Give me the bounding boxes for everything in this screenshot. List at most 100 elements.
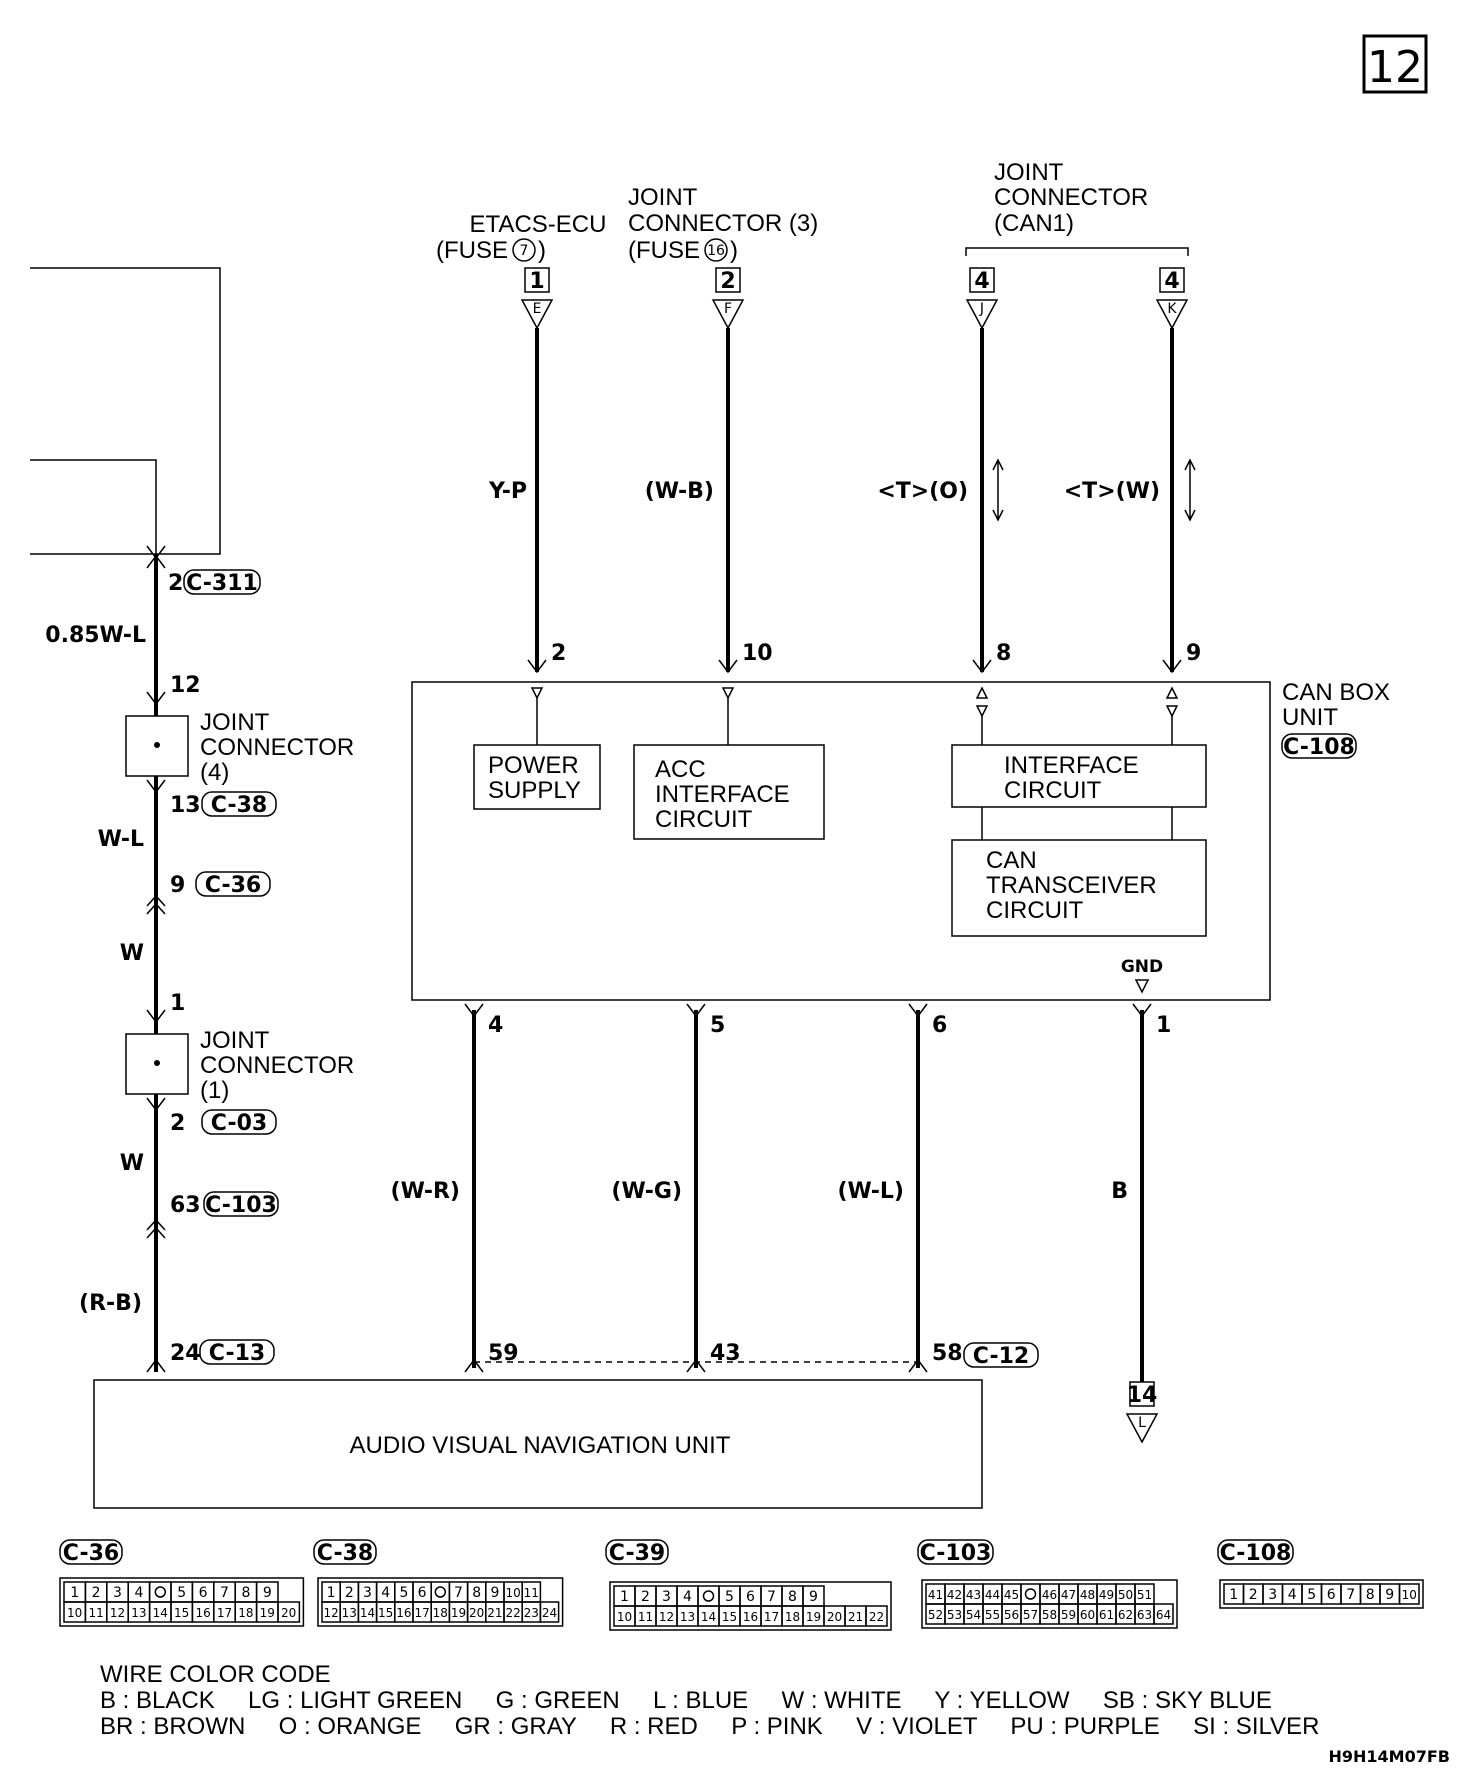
- connector-pin-label: 60: [1080, 1608, 1095, 1622]
- transceiver-label-2: TRANSCEIVER: [986, 872, 1157, 899]
- connector-pin-label: 59: [1061, 1608, 1076, 1622]
- wire-t-w-label: <T>(W): [1064, 479, 1160, 504]
- joint3-connector-label: CONNECTOR (3): [628, 210, 818, 237]
- connector-pin-label: 5: [1307, 1587, 1316, 1603]
- connector-pin-label: 15: [174, 1606, 189, 1620]
- power-supply-box: [473, 744, 601, 810]
- connector-pin-label: 18: [238, 1606, 253, 1620]
- ground-ref-letter: L: [1138, 1415, 1146, 1431]
- can-box-unit-label: UNIT: [1282, 704, 1338, 731]
- interface-label-2: CIRCUIT: [1004, 777, 1102, 804]
- connector-key-icon: [702, 1590, 715, 1602]
- connector-cell: [277, 1601, 301, 1623]
- connector-pin-label: 2: [345, 1585, 354, 1601]
- c103-pin: 63: [170, 1193, 201, 1218]
- c13-label: C-13: [209, 1341, 265, 1366]
- connector-pin-label: 55: [985, 1608, 1000, 1622]
- diagram-code: H9H14M07FB: [1329, 1747, 1451, 1766]
- connector-pin-label: 53: [947, 1608, 962, 1622]
- transceiver-label-1: CAN: [986, 847, 1037, 874]
- connector-pin-label: 21: [487, 1606, 502, 1620]
- c311-label: C-311: [186, 571, 258, 596]
- connector-pin-label: 56: [1004, 1608, 1019, 1622]
- connector-pin-label: 4: [381, 1585, 390, 1601]
- connector-pin-label: 5: [177, 1585, 186, 1601]
- acc-label-3: CIRCUIT: [655, 806, 753, 833]
- connector-pin-label: 6: [199, 1585, 208, 1601]
- c311-pin: 2: [168, 571, 183, 596]
- j4-label-3: (4): [200, 759, 229, 786]
- connector-pin-label: 9: [263, 1585, 272, 1601]
- pin-8-label: 8: [996, 641, 1011, 666]
- transceiver-label-3: CIRCUIT: [986, 897, 1084, 924]
- top-connector-2-num: 2: [720, 269, 735, 294]
- top-connector-1: 1 E: [520, 267, 554, 330]
- connector-pin-label: 62: [1118, 1608, 1133, 1622]
- connector-pin-label: 1: [327, 1585, 336, 1601]
- connector-pin-label: 58: [1042, 1608, 1057, 1622]
- connector-pin-label: 4: [134, 1585, 143, 1601]
- connector-pin-label: 54: [966, 1608, 981, 1622]
- pin-2-label: 2: [551, 641, 566, 666]
- source-etacs: ETACS-ECU (FUSE 7 ): [436, 211, 606, 264]
- c03-label: C-03: [211, 1111, 267, 1136]
- acc-label-1: ACC: [655, 756, 706, 783]
- connector-pin-label: 7: [1346, 1587, 1355, 1603]
- connector-pin-label: 13: [131, 1606, 146, 1620]
- connector-pin-label: 63: [1137, 1608, 1152, 1622]
- connector-cell: [1398, 1583, 1420, 1605]
- connector-pin-label: 12: [110, 1606, 125, 1620]
- connector-cell: [430, 1581, 451, 1603]
- connector-view-label: C-38: [317, 1541, 373, 1566]
- connector-pin-label: 2: [1249, 1587, 1258, 1603]
- connector-pin-label: 61: [1099, 1608, 1114, 1622]
- av-connector: C-12: [973, 1344, 1029, 1369]
- top-connector-4-num: 4: [1164, 269, 1179, 294]
- pin-4-label: 4: [488, 1013, 503, 1038]
- connector-pin-label: 15: [378, 1606, 393, 1620]
- connector-pin-label: 15: [722, 1610, 737, 1624]
- connector-pin-label: 14: [153, 1606, 168, 1620]
- wire-t-o-label: <T>(O): [877, 479, 968, 504]
- connector-pin-label: 20: [281, 1606, 296, 1620]
- connector-pin-label: 51: [1137, 1588, 1152, 1602]
- top-connector-2: 2 F: [711, 267, 745, 330]
- acc-label-2: INTERFACE: [655, 781, 790, 808]
- power-supply-label-1: POWER: [488, 752, 579, 779]
- j1-label-3: (1): [200, 1077, 229, 1104]
- connector-pin-label: 22: [869, 1610, 884, 1624]
- connector-pin-label: 19: [260, 1606, 275, 1620]
- top-connector-2-letter: F: [724, 301, 732, 317]
- connector-cell: [1153, 1603, 1174, 1625]
- connector-pin-label: 23: [524, 1606, 539, 1620]
- connector-pin-label: 20: [827, 1610, 842, 1624]
- av-pin-43: 43: [710, 1341, 741, 1366]
- connector-pin-label: 17: [414, 1606, 429, 1620]
- connector-key-icon: [1024, 1588, 1037, 1600]
- j4-label-1: JOINT: [200, 709, 270, 736]
- wire-color-code: WIRE COLOR CODE B : BLACK LG : LIGHT GRE…: [100, 1661, 1319, 1740]
- page-number: 12: [1367, 42, 1423, 93]
- j1-label-2: CONNECTOR: [200, 1052, 354, 1079]
- connector-pin-label: 24: [542, 1606, 557, 1620]
- pin-1-label: 1: [1156, 1013, 1171, 1038]
- pin-10-label: 10: [742, 641, 773, 666]
- connector-pin-label: 1: [620, 1589, 629, 1605]
- connector-pin-label: 22: [505, 1606, 520, 1620]
- connector-pin-label: 19: [451, 1606, 466, 1620]
- connector-pin-label: 2: [92, 1585, 101, 1601]
- connector-pin-label: 11: [638, 1610, 653, 1624]
- wire-color-title: WIRE COLOR CODE: [100, 1661, 331, 1688]
- connector-pin-label: 10: [617, 1610, 632, 1624]
- wire-r-b-label: (R-B): [79, 1291, 142, 1316]
- wire-w-1-label: W: [120, 941, 144, 966]
- c36-pin: 9: [170, 873, 185, 898]
- connector-pin-label: 10: [505, 1586, 520, 1600]
- connector-pin-label: 46: [1042, 1588, 1057, 1602]
- power-supply-label-2: SUPPLY: [488, 777, 581, 804]
- interface-label-1: INTERFACE: [1004, 752, 1139, 779]
- connector-pin-label: 10: [1402, 1588, 1417, 1602]
- connector-cell: [865, 1605, 888, 1627]
